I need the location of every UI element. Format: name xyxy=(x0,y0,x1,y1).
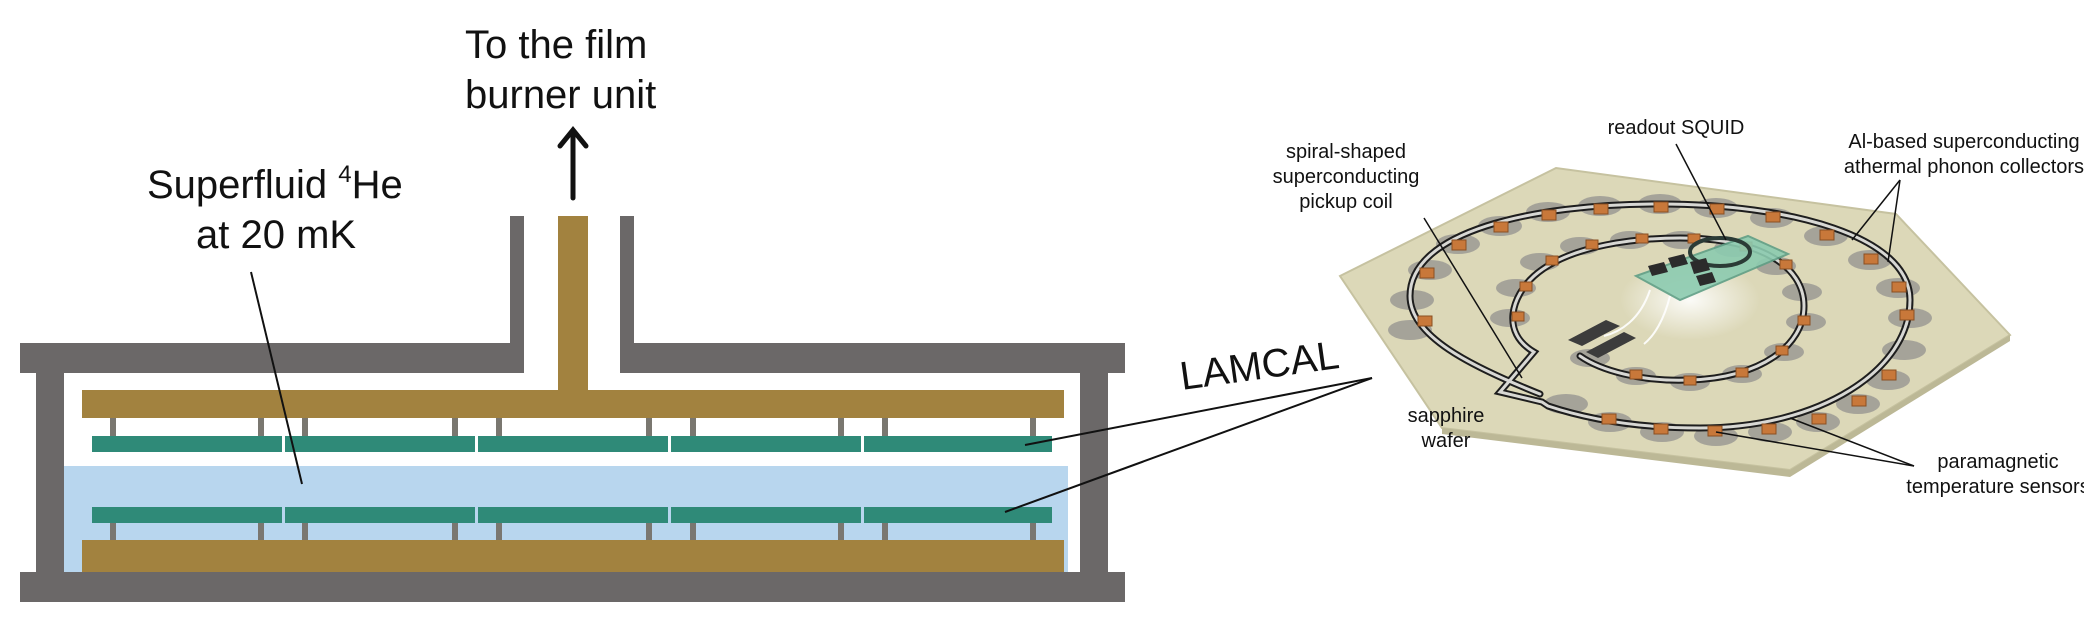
pickup-coil xyxy=(1406,200,1914,432)
squid-label: readout SQUID xyxy=(1608,117,1745,139)
vessel-lid-right xyxy=(620,216,1125,373)
spiral-label-line2: superconducting xyxy=(1273,166,1420,188)
al-pointer-b xyxy=(1887,179,1901,263)
spiral-pointer xyxy=(1423,217,1523,379)
sapphire-label-line1: sapphire xyxy=(1408,405,1485,427)
sapphire-wafer-edge xyxy=(1442,335,2010,477)
fluid-label-line1: Superfluid 4He xyxy=(147,161,403,207)
top-heater-plate xyxy=(82,390,1064,418)
fluid-superscript: 4 xyxy=(338,161,351,188)
lamcal-pointer-upper xyxy=(1024,377,1373,446)
upper-sensor-plates xyxy=(92,436,1052,452)
bottom-heater-plate xyxy=(82,540,1064,572)
squid-bond-pads xyxy=(1648,254,1716,286)
film-burner-stem xyxy=(558,216,588,392)
spiral-label-line1: spiral-shaped xyxy=(1286,141,1406,163)
squid-pointer xyxy=(1675,143,1727,241)
para-label-line1: paramagnetic xyxy=(1937,451,2058,473)
top-label-line2: burner unit xyxy=(465,73,656,117)
vessel-lid xyxy=(20,216,524,373)
fluid-label-line2: at 20 mK xyxy=(196,213,356,257)
fluid-pointer-line xyxy=(250,271,303,485)
top-label-line1: To the film xyxy=(465,23,647,67)
squid-leads xyxy=(1568,320,1636,358)
sapphire-label-line2: wafer xyxy=(1421,430,1471,452)
temperature-sensors xyxy=(1417,201,1915,437)
upper-sensor-array xyxy=(110,418,1036,436)
vessel-left-wall xyxy=(36,373,64,573)
para-label-line2: temperature sensors xyxy=(1906,476,2084,498)
vessel-right-wall xyxy=(1080,373,1108,573)
vessel-floor xyxy=(20,572,1125,602)
para-pointer-b xyxy=(1789,417,1915,467)
squid-signal-lines xyxy=(1603,289,1671,345)
lower-sensor-array xyxy=(110,523,1036,540)
al-label-line2: athermal phonon collectors xyxy=(1844,156,2084,178)
squid-loop xyxy=(1688,236,1752,268)
lower-sensor-plates xyxy=(92,507,1052,523)
para-pointer-a xyxy=(1715,431,1915,467)
lamcal-pointer-lower xyxy=(1004,377,1373,513)
spiral-label-line3: pickup coil xyxy=(1299,191,1392,213)
al-pointer-a xyxy=(1851,179,1901,241)
up-arrow-icon xyxy=(557,126,589,201)
al-label-line1: Al-based superconducting xyxy=(1848,131,2079,153)
